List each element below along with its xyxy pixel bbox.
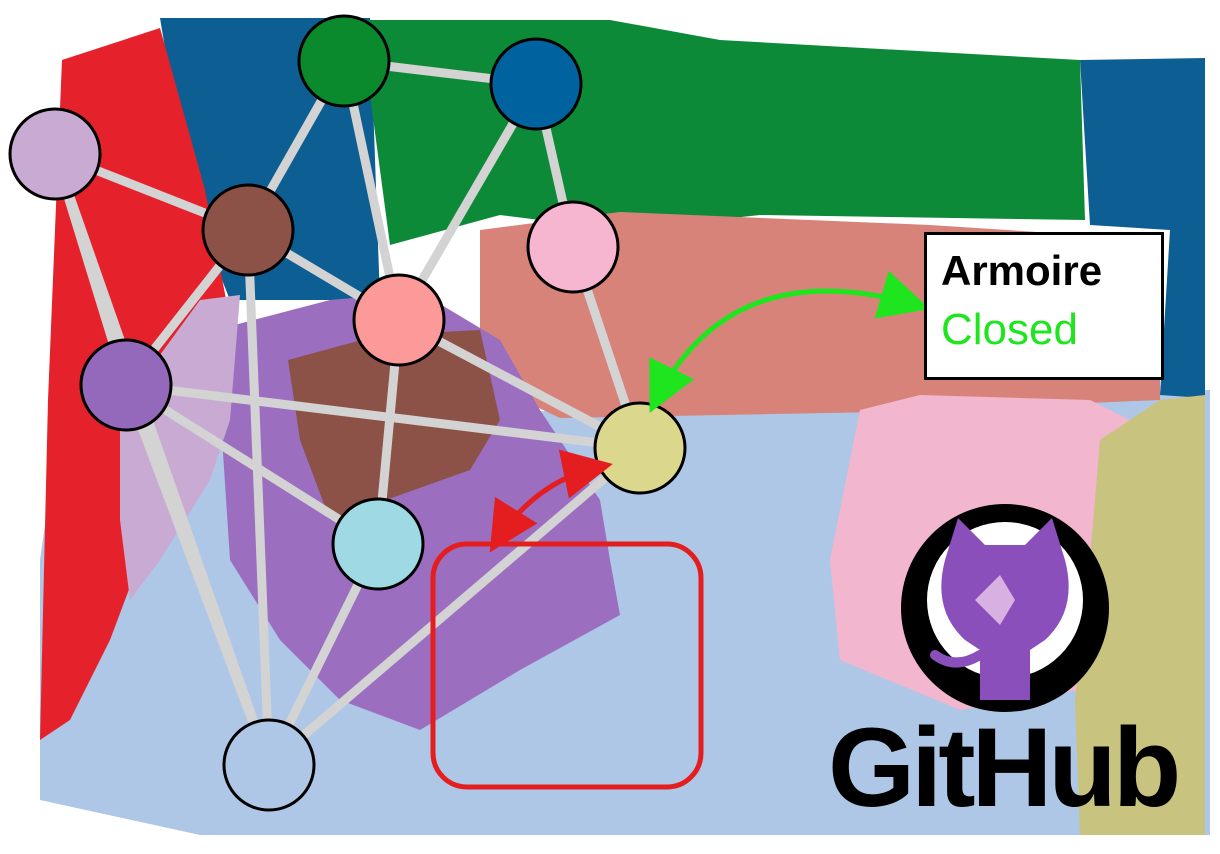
graph-node-lightblue — [222, 718, 316, 812]
relation-arrow — [489, 449, 613, 553]
graph-node-cyan — [331, 497, 425, 591]
graph-node-lilac — [8, 107, 102, 201]
github-octocat-icon — [901, 504, 1109, 712]
object-olive-region — [1075, 395, 1205, 835]
graph-node-olive — [593, 401, 687, 495]
graph-node-blue — [489, 37, 583, 131]
graph-node-purple — [79, 338, 173, 432]
graph-node-salmon — [352, 273, 446, 367]
graph-edge-purple-cyan — [123, 381, 381, 548]
graph-node-green — [297, 14, 391, 108]
graph-nodes — [8, 14, 687, 812]
graph-edge-purple-olive — [125, 380, 641, 453]
graph-node-pink — [526, 200, 620, 294]
curtain-green — [360, 20, 1085, 245]
graph-edge-brown-lightblue — [243, 229, 274, 766]
github-wordmark: GitHub — [828, 705, 1181, 830]
state-label: Closed — [941, 305, 1078, 354]
annotation-label-box: Armoire Closed — [924, 232, 1164, 380]
wall-blue-right — [1080, 58, 1205, 398]
object-link-arrow — [649, 270, 930, 413]
pillow-brown-region — [288, 330, 500, 520]
graph-edge-purple-lightblue — [121, 383, 274, 767]
object-label: Armoire — [941, 247, 1103, 294]
scene-segmentation — [40, 18, 1210, 835]
graph-node-brown — [201, 183, 295, 277]
